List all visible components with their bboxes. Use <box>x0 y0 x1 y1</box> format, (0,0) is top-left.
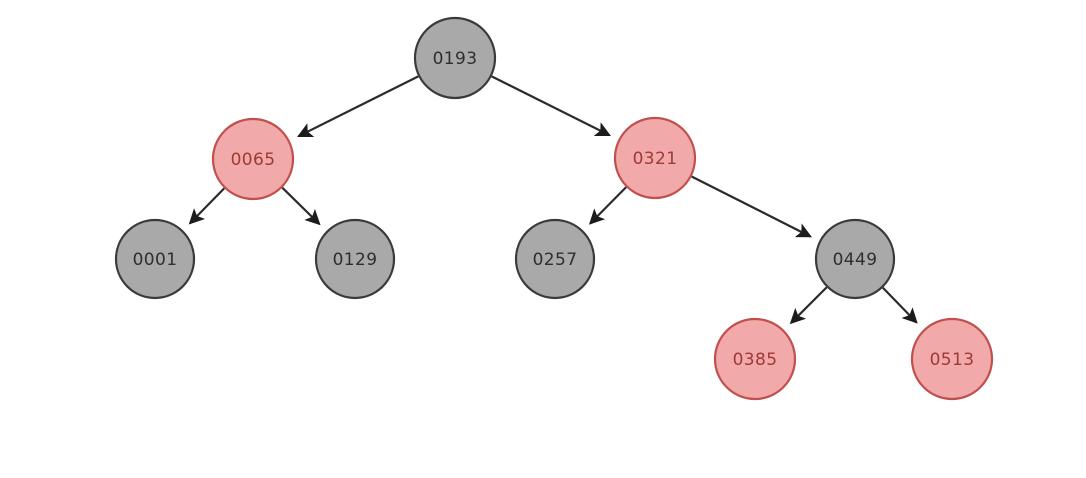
tree-node-0257[interactable]: 0257 <box>514 218 596 300</box>
node-circle-0321[interactable] <box>613 116 697 200</box>
node-circle-0257[interactable] <box>514 218 596 300</box>
edges-layer <box>188 75 918 325</box>
node-label-0513: 0513 <box>930 350 975 370</box>
node-label-0193: 0193 <box>433 49 478 69</box>
tree-edge-0449-to-0385 <box>789 286 828 325</box>
node-label-0385: 0385 <box>733 350 778 370</box>
node-label-0449: 0449 <box>833 250 878 270</box>
node-label-0257: 0257 <box>533 250 578 270</box>
tree-edge-0321-to-0257 <box>588 186 627 225</box>
tree-node-0001[interactable]: 0001 <box>114 218 196 300</box>
tree-node-0065[interactable]: 0065 <box>211 117 295 201</box>
node-label-0321: 0321 <box>633 149 678 169</box>
node-circle-0513[interactable] <box>910 317 994 401</box>
node-circle-0129[interactable] <box>314 218 396 300</box>
node-label-0065: 0065 <box>231 150 276 170</box>
node-label-0001: 0001 <box>133 250 178 270</box>
tree-edge-0321-to-0449 <box>691 175 812 238</box>
nodes-layer: 0193 0065 0321 0001 0129 0257 0449 0385 0513 <box>114 16 994 401</box>
tree-node-0129[interactable]: 0129 <box>314 218 396 300</box>
node-label-0129: 0129 <box>333 250 378 270</box>
tree-node-0321[interactable]: 0321 <box>613 116 697 200</box>
tree-edge-0065-to-0001 <box>188 187 226 225</box>
tree-edge-0193-to-0065 <box>297 75 419 138</box>
tree-node-0513[interactable]: 0513 <box>910 317 994 401</box>
node-circle-0065[interactable] <box>211 117 295 201</box>
node-circle-0193[interactable] <box>413 16 497 100</box>
tree-edge-0193-to-0321 <box>491 75 611 137</box>
tree-edge-0065-to-0129 <box>281 186 321 226</box>
node-circle-0385[interactable] <box>713 317 797 401</box>
tree-node-0193[interactable]: 0193 <box>413 16 497 100</box>
tree-node-0385[interactable]: 0385 <box>713 317 797 401</box>
tree-node-0449[interactable]: 0449 <box>814 218 896 300</box>
tree-edge-0449-to-0513 <box>882 286 918 324</box>
node-circle-0001[interactable] <box>114 218 196 300</box>
node-circle-0449[interactable] <box>814 218 896 300</box>
